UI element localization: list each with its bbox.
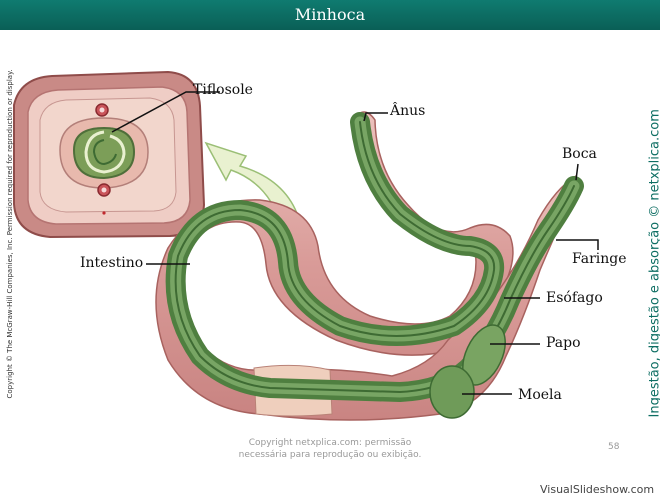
side-credit: Ingestão, digestão e absorção © netxplic…: [648, 118, 660, 418]
label-moela: Moela: [518, 387, 562, 403]
label-tiflosole: Tiflosole: [193, 82, 253, 98]
footer-line-2: necessária para reprodução ou exibição.: [220, 449, 440, 461]
watermark: VisualSlideshow.com: [540, 483, 654, 496]
footer-copyright: Copyright netxplica.com: permissão neces…: [220, 437, 440, 461]
label-papo: Papo: [546, 335, 581, 351]
label-anus: Ânus: [390, 103, 425, 119]
label-faringe: Faringe: [572, 251, 627, 267]
cross-section: [14, 72, 204, 237]
label-intestino: Intestino: [80, 255, 143, 271]
label-boca: Boca: [562, 146, 597, 162]
page-number: 58: [608, 442, 619, 452]
earthworm-diagram: [0, 30, 660, 470]
slide-title: Minhoca: [0, 0, 660, 30]
footer-line-1: Copyright netxplica.com: permissão: [220, 437, 440, 449]
copyright-vertical: Copyright © The McGraw-Hill Companies, I…: [6, 54, 14, 414]
label-esofago: Esófago: [546, 290, 603, 306]
